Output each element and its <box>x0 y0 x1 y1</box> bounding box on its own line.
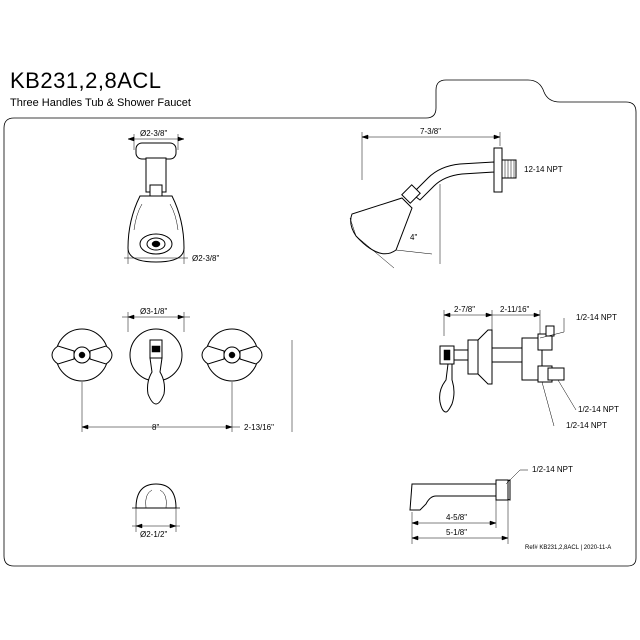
handle-side-label: 2-13/16" <box>244 423 274 432</box>
reference-number: Ref# KB231,2,8ACL | 2020-11-A <box>525 545 612 551</box>
handle-left <box>51 328 113 382</box>
handles-front-view: Ø3-1/8" <box>51 307 293 432</box>
arm-drop-label: 4" <box>410 233 417 242</box>
spout-front-view: Ø2-1/2" <box>132 483 180 539</box>
valve-depth-a-label: 2-7/8" <box>454 305 475 314</box>
spout-npt-label: 1/2-14 NPT <box>532 465 573 474</box>
model-title: KB231,2,8ACL <box>10 68 162 93</box>
showerhead-face-dia-label: Ø2-3/8" <box>192 254 219 263</box>
showerhead-front-view: Ø2-3/8" Ø2-3/8" <box>124 129 219 264</box>
product-description: Three Handles Tub & Shower Faucet <box>10 97 191 109</box>
valve-side-view: 2-7/8" 2-11/16" 1/2-14 NPT 1/2-14 NPT 1/… <box>439 305 619 430</box>
arm-thread-label: 12-14 NPT <box>524 165 563 174</box>
spout-reach-a-label: 4-5/8" <box>446 513 467 522</box>
sheet-border <box>3 79 637 567</box>
valve-npt-mid-label: 1/2-14 NPT <box>578 405 619 414</box>
arm-length-label: 7-3/8" <box>420 127 441 136</box>
valve-npt-bottom-label: 1/2-14 NPT <box>566 421 607 430</box>
spout-reach-b-label: 5-1/8" <box>446 528 467 537</box>
handle-right <box>201 328 263 382</box>
handle-spread-label: 8" <box>152 423 159 432</box>
showerhead-top-dia-label: Ø2-3/8" <box>140 129 167 138</box>
showerhead-side-view: 7-3/8" 12-14 NPT 4" <box>349 127 563 269</box>
spout-side-view: 1/2-14 NPT 4-5/8" 5-1/8" <box>409 465 573 544</box>
handle-flange-dia-label: Ø3-1/8" <box>140 307 167 316</box>
handle-center <box>129 328 183 405</box>
valve-npt-top-label: 1/2-14 NPT <box>576 313 617 322</box>
valve-depth-b-label: 2-11/16" <box>500 305 530 314</box>
spout-dia-label: Ø2-1/2" <box>140 530 167 539</box>
